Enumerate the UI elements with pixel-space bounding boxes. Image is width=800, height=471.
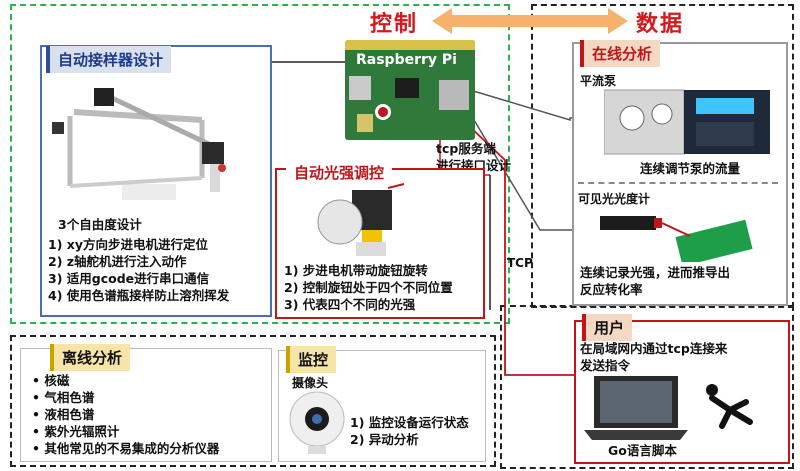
online-title: 在线分析 xyxy=(580,40,660,67)
camera-label: 摄像头 xyxy=(292,374,328,391)
sampler-item: 3) 适用gcode进行串口通信 xyxy=(48,270,229,287)
offline-item: • 核磁 xyxy=(32,372,219,389)
monitor-item: 1) 监控设备运行状态 xyxy=(350,414,469,431)
light-item: 1) 步进电机带动旋钮旋转 xyxy=(284,262,453,279)
pump-caption: 连续调节泵的流量 xyxy=(640,160,740,177)
monitor-list: 1) 监控设备运行状态 2) 异动分析 xyxy=(350,414,469,448)
sampler-list: 1) xy方向步进电机进行定位 2) z轴舵机进行注入动作 3) 适用gcode… xyxy=(48,236,229,304)
laptop-icon xyxy=(584,376,688,442)
laptop-caption: Go语言脚本 xyxy=(608,442,677,459)
user-desc-2: 发送指令 xyxy=(580,357,630,374)
offline-title: 离线分析 xyxy=(50,344,130,371)
pump-image xyxy=(604,86,772,158)
sampler-title: 自动接样器设计 xyxy=(46,46,171,73)
light-item: 2) 控制旋钮处于四个不同位置 xyxy=(284,279,453,296)
photometer-caption-2: 反应转化率 xyxy=(580,281,643,298)
photometer-caption-1: 连续记录光强，进而推导出 xyxy=(580,264,730,281)
light-list: 1) 步进电机带动旋钮旋转 2) 控制旋钮处于四个不同位置 3) 代表四个不同的… xyxy=(284,262,453,313)
offline-item: • 其他常见的不易集成的分析仪器 xyxy=(32,440,219,457)
photometer-label: 可见光光度计 xyxy=(578,190,650,207)
sampler-item: 2) z轴舵机进行注入动作 xyxy=(48,253,229,270)
online-divider xyxy=(578,182,778,184)
user-desc-1: 在局域网内通过tcp连接来 xyxy=(580,340,727,357)
offline-item: • 紫外光辐照计 xyxy=(32,423,219,440)
light-module-image xyxy=(300,182,410,260)
offline-item: • 液相色谱 xyxy=(32,406,219,423)
photometer-image xyxy=(600,206,770,262)
relaxing-person-icon xyxy=(700,382,758,434)
user-title: 用户 xyxy=(582,314,632,341)
sampler-item: 4) 使用色谱瓶接样防止溶剂挥发 xyxy=(48,287,229,304)
offline-list: • 核磁 • 气相色谱 • 液相色谱 • 紫外光辐照计 • 其他常见的不易集成的… xyxy=(32,372,219,457)
tcp-server-note-1: tcp服务端 xyxy=(436,140,496,157)
sampler-caption: 3个自由度设计 xyxy=(58,216,142,233)
xy-plotter-image xyxy=(52,78,252,210)
raspberry-pi-label: Raspberry Pi xyxy=(356,52,457,68)
sampler-item: 1) xy方向步进电机进行定位 xyxy=(48,236,229,253)
tcp-label: TCP xyxy=(507,256,533,270)
light-item: 3) 代表四个不同的光强 xyxy=(284,296,453,313)
camera-icon xyxy=(288,390,346,456)
monitor-item: 2) 异动分析 xyxy=(350,431,469,448)
monitor-title: 监控 xyxy=(286,346,336,373)
offline-item: • 气相色谱 xyxy=(32,389,219,406)
